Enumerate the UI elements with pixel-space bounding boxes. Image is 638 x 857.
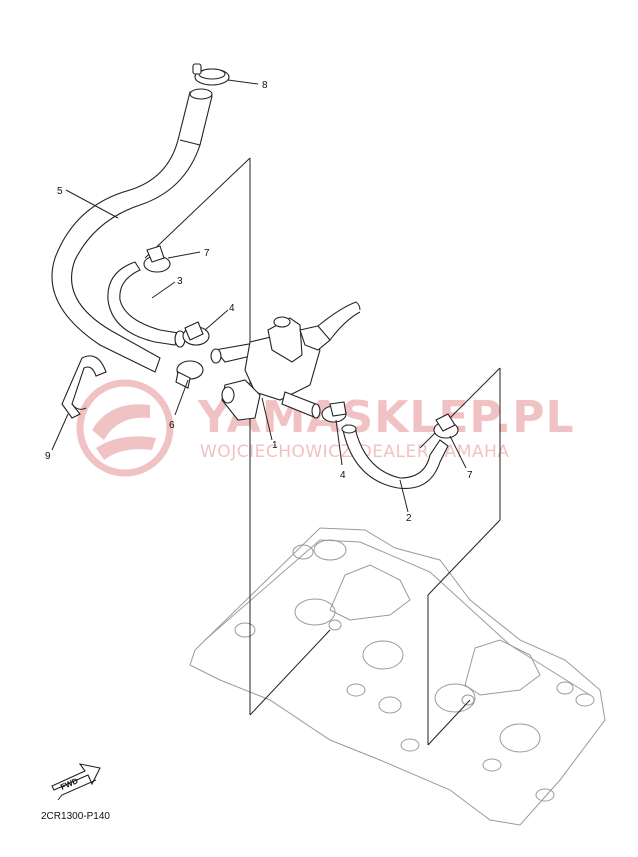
callout-7-left: 7	[204, 248, 210, 259]
callout-2: 2	[406, 513, 412, 524]
hose-part-2	[341, 424, 449, 490]
clamp-part-6	[175, 360, 204, 389]
clamp-part-7-right	[433, 413, 459, 439]
leader-lines	[51, 79, 467, 513]
callout-4-right: 4	[340, 470, 346, 481]
watermark-title: YAMASKLEP.PL	[197, 392, 575, 443]
cylinder-head-cover	[189, 527, 606, 826]
hose-part-3	[107, 261, 186, 348]
valve-part-1	[210, 301, 361, 421]
watermark-logo	[76, 379, 174, 477]
callout-5: 5	[57, 186, 63, 197]
fwd-arrow-icon: FWD	[51, 763, 101, 801]
reference-lines	[144, 157, 501, 746]
callout-3: 3	[177, 276, 183, 287]
callout-4-left: 4	[229, 303, 235, 314]
clamp-part-4-left	[182, 321, 210, 346]
callout-7-right: 7	[467, 470, 473, 481]
bracket-part-9	[61, 355, 107, 419]
callout-1: 1	[272, 440, 278, 451]
clamp-part-7-left	[143, 245, 171, 273]
clamp-part-8	[192, 63, 230, 86]
diagram-code: 2CR1300-P140	[41, 811, 110, 822]
fwd-label: FWD	[59, 776, 80, 792]
callouts: 8 5 7 3 4 6 1 4 2 7 9	[45, 80, 473, 524]
clamp-part-4-right	[321, 401, 347, 423]
callout-6: 6	[169, 420, 175, 431]
callout-9: 9	[45, 451, 51, 462]
hose-part-5	[51, 88, 213, 373]
callout-8: 8	[262, 80, 268, 91]
watermark: YAMASKLEP.PL WOJCIECHOWICZ DEALER YAMAHA	[76, 379, 575, 477]
